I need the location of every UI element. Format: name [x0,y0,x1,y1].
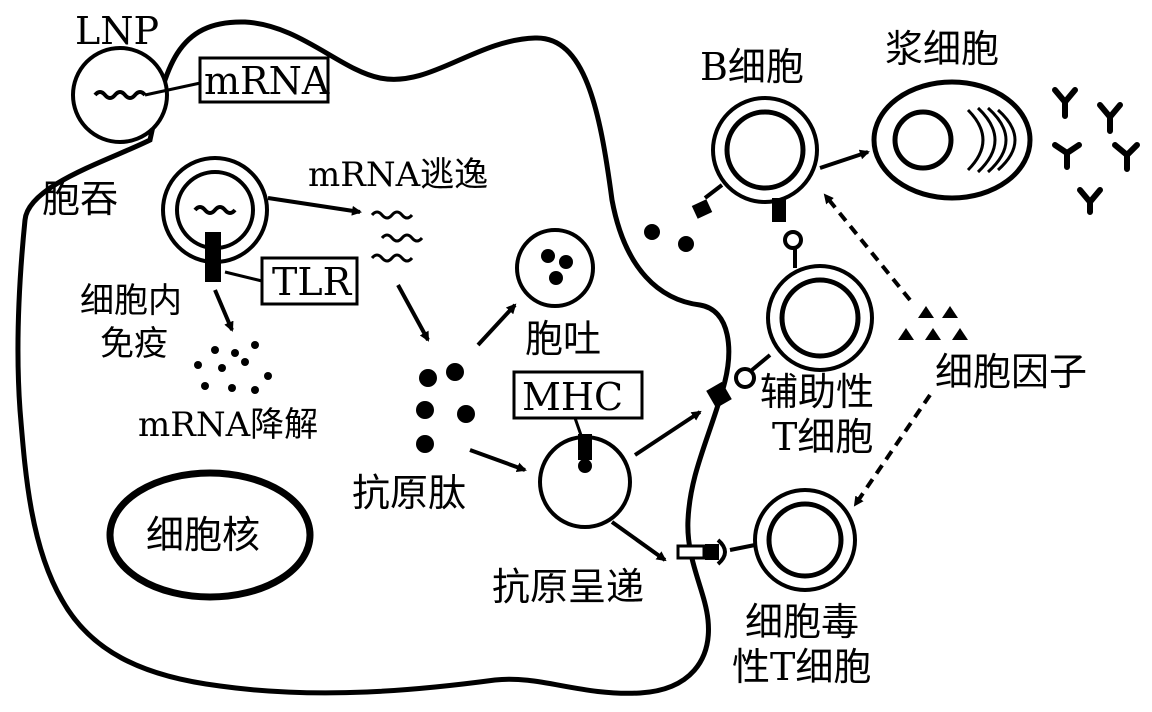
dashed-arrow-to-cytotoxic-t [853,393,932,507]
cytokine-label: 细胞因子 [935,350,1087,394]
cytotoxic-t-cell-inner [766,501,844,579]
cytotoxic-tcr-receptor [705,544,719,560]
b-cell-antibody-stalk [703,183,724,200]
antigen-peptides [416,363,475,453]
helper-t-up-receptor [783,230,803,250]
plasma-cell-label: 浆细胞 [885,27,999,71]
arrow-to-exocytosis [476,303,517,347]
helper-t-label-1: 辅助性 [760,370,874,414]
lnp-label: LNP [75,9,159,53]
b-cell-inner [724,109,806,191]
lnp-particle [71,46,169,144]
membrane-mhc-helper [706,381,732,409]
mrna-pointer-line [144,80,206,97]
arrow-to-antigen-presentation [610,520,667,562]
helper-t-cell-inner [779,277,861,359]
plasma-cell-er [966,106,1017,174]
degraded-mrna-fragments [194,341,272,394]
endosome-mrna-strand [193,205,237,215]
mhc-bound-peptide [578,459,592,473]
presenting-cell-membrane [15,19,732,696]
exocytosis-vesicle [515,228,595,308]
exocytosis-label: 胞吐 [525,317,601,361]
tlr-pointer-line [224,270,263,283]
free-mrna-strand-3 [370,253,414,263]
b-cell-receptor [772,198,786,222]
tlr-box-label: TLR [272,260,353,304]
phagocytosis-label: 胞吞 [42,177,118,221]
b-cell-label: B细胞 [700,45,804,89]
free-mrna-strand-1 [370,210,414,220]
intracellular-immunity-label-2: 免疫 [100,324,168,364]
antibodies [1052,87,1140,215]
mhc-box-label: MHC [522,375,623,419]
tlr-box [260,256,359,306]
cytokines [898,306,968,340]
mrna-box-label: mRNA [204,59,330,103]
arrow-to-helper-presentation [633,410,702,457]
mhc-box [512,370,644,420]
free-antigens [644,224,694,252]
cytotoxic-t-label-1: 细胞毒 [745,600,859,644]
nucleus-label: 细胞核 [146,513,260,557]
tlr-receptor [205,232,221,282]
arrow-b-to-plasma [819,149,870,170]
cytotoxic-t-cell-stalk [729,543,756,552]
cytotoxic-t-label-2: 性T细胞 [732,645,871,689]
membrane-mhc-cytotoxic [676,544,706,560]
lnp-mrna-strand [93,90,147,100]
mhc-molecule [578,434,592,460]
dashed-arrow-to-b-cell [823,193,912,302]
antigen-peptide-label: 抗原肽 [352,471,466,515]
helper-t-label-2: T细胞 [772,415,873,459]
antigen-presentation-label: 抗原呈递 [492,565,644,609]
exocytosis-vesicle-contents [541,249,573,285]
arrow-to-peptides [396,284,430,342]
free-mrna-strand-2 [380,233,424,243]
arrow-to-degradation [213,289,234,332]
plasma-cell-nucleus [892,109,954,171]
b-cell-antigen [691,199,713,219]
nucleus [106,469,314,601]
cytotoxic-tcr-cup [716,538,727,566]
helper-t-receptor [734,367,756,389]
intracellular-immunity-label-1: 细胞内 [80,281,182,321]
arrow-peptides-to-mhc [469,448,527,472]
mrna-box [198,56,330,104]
helper-t-cell-stalk [750,353,772,372]
mrna-degradation-label: mRNA降解 [138,405,318,445]
mrna-escape-label: mRNA逃逸 [308,155,488,195]
arrow-to-escape [267,196,362,216]
